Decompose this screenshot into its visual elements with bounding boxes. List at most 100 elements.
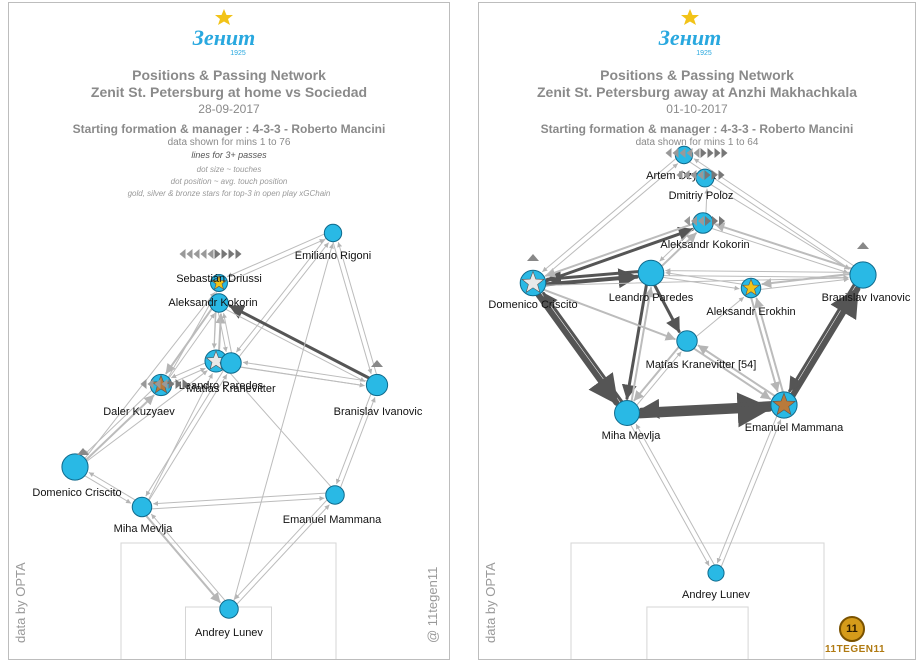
left-network-panel: Зенит 1925 Positions & Passing Network Z…	[8, 2, 450, 660]
player-label: Miha Mevlja	[602, 430, 662, 442]
sub-arrow-icon	[691, 216, 697, 226]
pass-line	[750, 297, 780, 393]
pass-line	[222, 313, 232, 353]
pass-line	[215, 313, 226, 352]
player-node	[219, 599, 239, 619]
penalty-box	[570, 542, 825, 659]
pass-line	[544, 226, 694, 283]
sub-arrow-icon	[235, 249, 242, 259]
sub-arrow-icon	[175, 379, 182, 389]
left-lines-note: lines for 3+ passes	[191, 150, 267, 160]
pass-line	[145, 515, 221, 604]
sub-arrow-icon	[721, 148, 728, 158]
player-label: Branislav Ivanovic	[822, 292, 911, 304]
player-label: Dmitriy Poloz	[669, 190, 734, 202]
zenit-logo: Зенит 1925	[192, 9, 255, 57]
pass-line	[85, 394, 155, 461]
pass-line	[714, 222, 853, 270]
sub-arrow-icon	[693, 148, 700, 158]
player-node	[61, 453, 89, 481]
sub-arrow-icon	[679, 148, 686, 158]
pass-line	[635, 423, 715, 566]
pass-line	[788, 283, 856, 393]
player-node	[209, 293, 229, 313]
bronze-star-icon	[771, 392, 797, 416]
sub-arrow-icon	[207, 249, 214, 259]
sub-arrow-icon	[179, 249, 186, 259]
pass-line	[227, 233, 325, 278]
pass-line	[653, 283, 681, 333]
sub-arrow-icon	[228, 249, 235, 259]
gold-star-icon	[741, 278, 761, 296]
sub-arrow-icon	[683, 170, 690, 180]
pass-line	[226, 364, 365, 388]
pass-line	[543, 163, 678, 278]
pass-line	[754, 297, 784, 393]
right-network-panel: Зенит 1925 Positions & Passing Network Z…	[478, 2, 916, 660]
pass-line	[693, 347, 772, 400]
logo-year: 1925	[230, 50, 246, 57]
pass-line	[238, 242, 329, 358]
tegen-logo-text: 11TEGEN11	[825, 644, 886, 655]
pass-line	[630, 424, 710, 566]
player-label: Matías Kranevitter [54]	[646, 359, 757, 371]
gold-star-icon	[210, 274, 228, 290]
sub-arrow-icon	[221, 249, 228, 259]
pass-line	[630, 286, 655, 403]
player-label: Andrey Lunev	[682, 589, 750, 601]
pass-line	[151, 513, 226, 601]
logo-star-icon	[215, 9, 233, 25]
right-title: Positions & Passing Network	[600, 67, 794, 83]
player-label: Aleksandr Kokorin	[660, 239, 749, 251]
pass-line	[695, 296, 745, 337]
pass-line	[226, 368, 332, 487]
player-label: Sebastián Driussi	[176, 273, 262, 285]
player-label: Aleksandr Kokorin	[168, 297, 257, 309]
pass-line	[543, 288, 676, 341]
pass-line	[760, 277, 849, 290]
sub-arrow-icon	[168, 379, 175, 389]
sub-arrow-icon	[697, 170, 704, 180]
player-label: Andrey Lunev	[195, 627, 263, 639]
pass-line	[542, 158, 677, 273]
pass-line	[236, 237, 327, 353]
player-node	[849, 261, 877, 289]
left-formation: Starting formation & manager : 4-3-3 - R…	[72, 122, 386, 136]
sub-arrow-icon	[686, 148, 693, 158]
left-title: Positions & Passing Network	[132, 67, 326, 83]
sub-arrow-icon	[690, 170, 697, 180]
player-label: Aleksandr Erokhin	[706, 306, 795, 318]
right-mins: data shown for mins 1 to 64	[635, 137, 759, 148]
pass-line	[88, 472, 136, 501]
bronze-star-icon	[151, 374, 171, 394]
up-arrow-icon	[77, 448, 89, 455]
player-node	[637, 259, 665, 287]
sub-arrow-icon	[161, 379, 168, 389]
pass-line	[332, 241, 373, 375]
pass-line	[546, 270, 640, 286]
pass-line	[145, 369, 225, 497]
pass-line	[689, 161, 850, 270]
pass-line	[335, 393, 372, 485]
sub-arrow-icon	[712, 216, 718, 226]
up-arrow-icon	[371, 360, 383, 367]
pass-line	[665, 268, 851, 274]
pass-line	[153, 492, 327, 506]
zenit-logo: Зенит 1925	[658, 9, 721, 57]
player-label: Daler Kuzyaev	[103, 406, 175, 418]
sub-arrow-icon	[182, 379, 189, 389]
pass-line	[227, 239, 325, 283]
pass-line	[716, 415, 778, 564]
left-note-stars: gold, silver & bronze stars for top-3 in…	[127, 189, 331, 198]
sub-arrow-icon	[186, 249, 193, 259]
sub-arrow-icon	[214, 249, 221, 259]
pass-line	[542, 292, 624, 403]
player-node	[676, 330, 698, 352]
tegen-logo: 11 11TEGEN11	[825, 616, 886, 658]
left-mins: data shown for mins 1 to 76	[167, 137, 291, 148]
pass-line	[660, 232, 697, 267]
player-label: Emiliano Rigoni	[295, 250, 371, 262]
goal-box	[646, 606, 749, 659]
player-node	[323, 223, 343, 243]
